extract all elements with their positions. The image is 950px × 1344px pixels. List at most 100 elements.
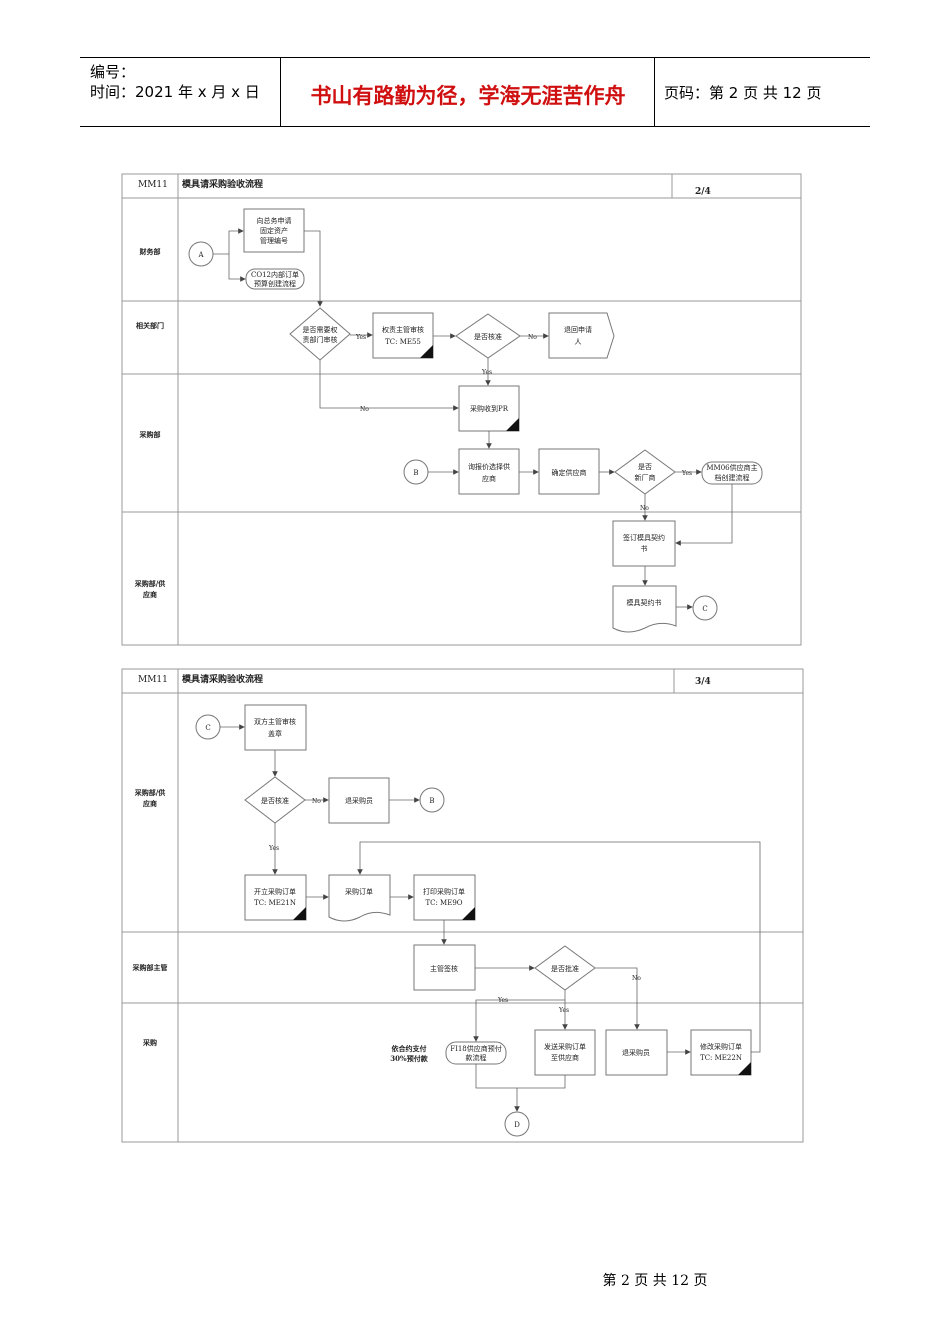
sap-mark	[738, 1062, 751, 1075]
node-text: 至供应商	[551, 1053, 579, 1062]
annotation-prepay: 30%预付款	[390, 1054, 428, 1063]
chart2-code: MM11	[138, 675, 168, 685]
process-manager-sign	[413, 944, 476, 991]
edge-label-no: No	[528, 334, 537, 341]
connector-b	[419, 787, 445, 813]
node-text: 管理编号	[260, 236, 288, 245]
lane-label: 应商	[143, 799, 157, 808]
node-text: 档创建流程	[715, 473, 750, 482]
node-text: 主管签核	[430, 964, 458, 973]
header-meta: 编号： 时间：2021 年 x 月 x 日	[90, 62, 260, 102]
lane-label: 采购部主管	[132, 963, 168, 972]
connector-label: B	[429, 797, 434, 805]
flowchart-2-of-4	[121, 173, 802, 646]
page-footer: 第 2 页 共 12 页	[602, 1273, 708, 1289]
chart1-title: 模具请采购验收流程	[182, 178, 263, 190]
lane-label: 财务部	[139, 247, 161, 256]
lane-label: 采购部	[139, 430, 161, 439]
edge-label-yes: Yes	[497, 997, 508, 1004]
header-divider	[280, 58, 281, 126]
node-text: FI18供应商预付	[450, 1044, 502, 1053]
document-po	[328, 874, 391, 922]
node-text: 是否需要权	[303, 325, 338, 334]
edge-label-yes: Yes	[558, 1007, 569, 1014]
lane-label: 采购部/供	[134, 579, 166, 588]
node-text: 新厂商	[635, 473, 656, 482]
decision-new-vendor	[614, 449, 676, 495]
edge-label-no: No	[360, 406, 369, 413]
node-text: TC: ME22N	[700, 1054, 742, 1062]
edge-label-no: No	[312, 798, 321, 805]
node-text: 向总务申请	[257, 216, 292, 225]
node-text: 询报价选择供	[468, 462, 510, 471]
node-text: TC: ME55	[385, 338, 421, 346]
node-text: 打印采购订单	[423, 887, 465, 896]
flowchart-3-of-4	[121, 668, 804, 1143]
node-text: TC: ME9O	[425, 899, 462, 907]
process-confirm-supplier	[538, 448, 600, 495]
document-contract	[612, 585, 677, 633]
node-text: 模具契约书	[627, 598, 662, 607]
header-motto: 书山有路勤为径，学海无涯苦作舟	[310, 83, 626, 108]
node-text: 开立采购订单	[254, 887, 296, 896]
edge-label-yes: Yes	[355, 334, 366, 341]
number-label: 编号：	[90, 63, 136, 81]
time-label: 时间：2021 年 x 月 x 日	[90, 83, 260, 101]
connector-label: C	[205, 724, 210, 732]
chart1-page: 2/4	[695, 187, 711, 197]
edge-label-yes: Yes	[681, 470, 692, 477]
sap-mark	[462, 907, 475, 920]
node-text: 是否核准	[261, 796, 289, 805]
node-text: 是否	[638, 463, 652, 471]
node-text: 发送采购订单	[544, 1042, 586, 1051]
node-text: 盖章	[268, 729, 282, 738]
chart2-title: 模具请采购验收流程	[182, 673, 263, 685]
connector-label: B	[413, 469, 418, 477]
page-header: 编号： 时间：2021 年 x 月 x 日 书山有路勤为径，学海无涯苦作舟 页码…	[80, 57, 870, 127]
node-text: 确定供应商	[552, 468, 587, 477]
chart1-frame	[121, 173, 802, 646]
header-divider	[654, 58, 655, 126]
node-text: 双方主管审核	[254, 717, 296, 726]
node-text: 预算创建流程	[254, 279, 296, 288]
node-text: 是否批准	[551, 964, 579, 973]
process-manager-review	[372, 312, 434, 359]
node-text: TC: ME21N	[254, 899, 296, 907]
connector-d	[504, 1111, 530, 1137]
process-joint-sign	[244, 704, 307, 751]
connector-label: A	[197, 251, 204, 259]
sap-mark	[420, 345, 433, 358]
lane-label: 应商	[143, 590, 157, 599]
node-text: 应商	[482, 474, 496, 483]
edge-label-yes: Yes	[268, 845, 279, 852]
connector-label: C	[702, 605, 707, 613]
terminal-return-applicant	[548, 312, 615, 359]
node-text: 采购订单	[345, 887, 373, 896]
node-text: 退采购员	[622, 1048, 650, 1057]
chart2-frame	[121, 668, 804, 1143]
process-create-po	[244, 874, 307, 921]
process-return-buyer-2	[605, 1029, 668, 1076]
lane-label: 采购	[142, 1038, 157, 1047]
edge-label-yes: Yes	[481, 369, 492, 376]
sap-mark	[506, 418, 519, 431]
process-receive-pr	[458, 385, 520, 432]
connector-label: D	[514, 1121, 520, 1129]
node-text: 签订模具契约	[623, 533, 665, 542]
node-text: 书	[641, 544, 648, 553]
chart1-code: MM11	[138, 180, 168, 190]
node-text: 人	[575, 338, 582, 346]
decision-need-review	[289, 307, 351, 361]
node-text: MM06供应商主	[706, 463, 757, 472]
chart2-page: 3/4	[695, 677, 711, 687]
process-quotation	[458, 448, 520, 495]
connector-c	[692, 595, 718, 621]
node-text: 退采购员	[345, 796, 373, 805]
node-text: 采购收到PR	[470, 404, 509, 413]
node-text: 是否核准	[474, 332, 502, 341]
subprocess-co12	[245, 268, 305, 290]
process-send-po	[534, 1029, 596, 1076]
node-text: 权责主管审核	[382, 325, 424, 334]
lane-label: 相关部门	[136, 321, 164, 330]
